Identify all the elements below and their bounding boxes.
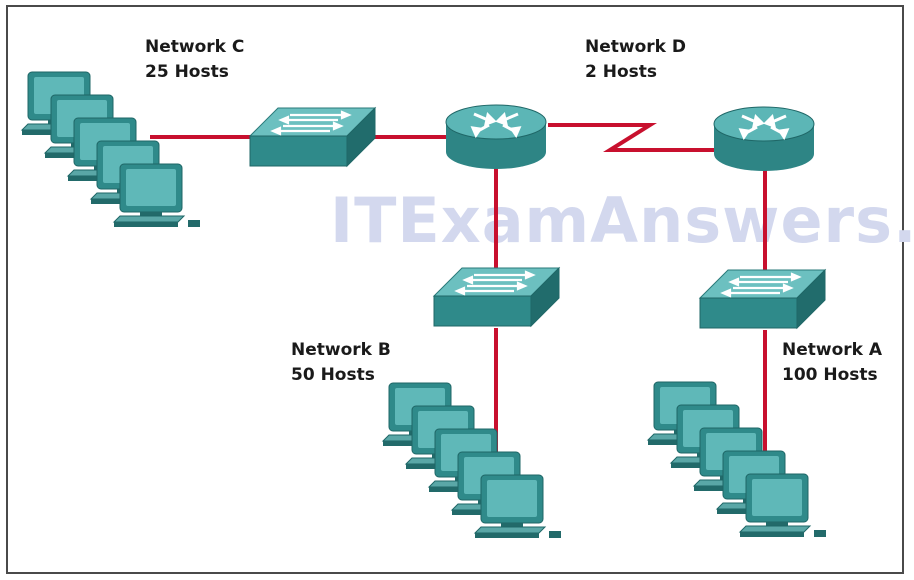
watermark-text: ITExamAnswers.net (330, 184, 914, 257)
link-serial-network-d (548, 123, 718, 152)
switch-icon-network-b (432, 266, 561, 328)
switch-icon-network-c (248, 106, 377, 168)
router-icon-left (444, 103, 548, 171)
network-c-hosts: 25 Hosts (145, 62, 229, 82)
network-d-hosts: 2 Hosts (585, 62, 657, 82)
pc-group-icon-network-b (383, 383, 561, 538)
network-a-name: Network A (782, 340, 883, 360)
network-a-hosts: 100 Hosts (782, 365, 878, 385)
network-c-name: Network C (145, 37, 244, 57)
network-d-name: Network D (585, 37, 686, 57)
network-b-hosts: 50 Hosts (291, 365, 375, 385)
router-icon-right (712, 105, 816, 173)
pc-group-icon-network-c (22, 72, 200, 227)
switch-icon-network-a (698, 268, 827, 330)
pc-group-icon-network-a (648, 382, 826, 537)
network-b-name: Network B (291, 340, 391, 360)
